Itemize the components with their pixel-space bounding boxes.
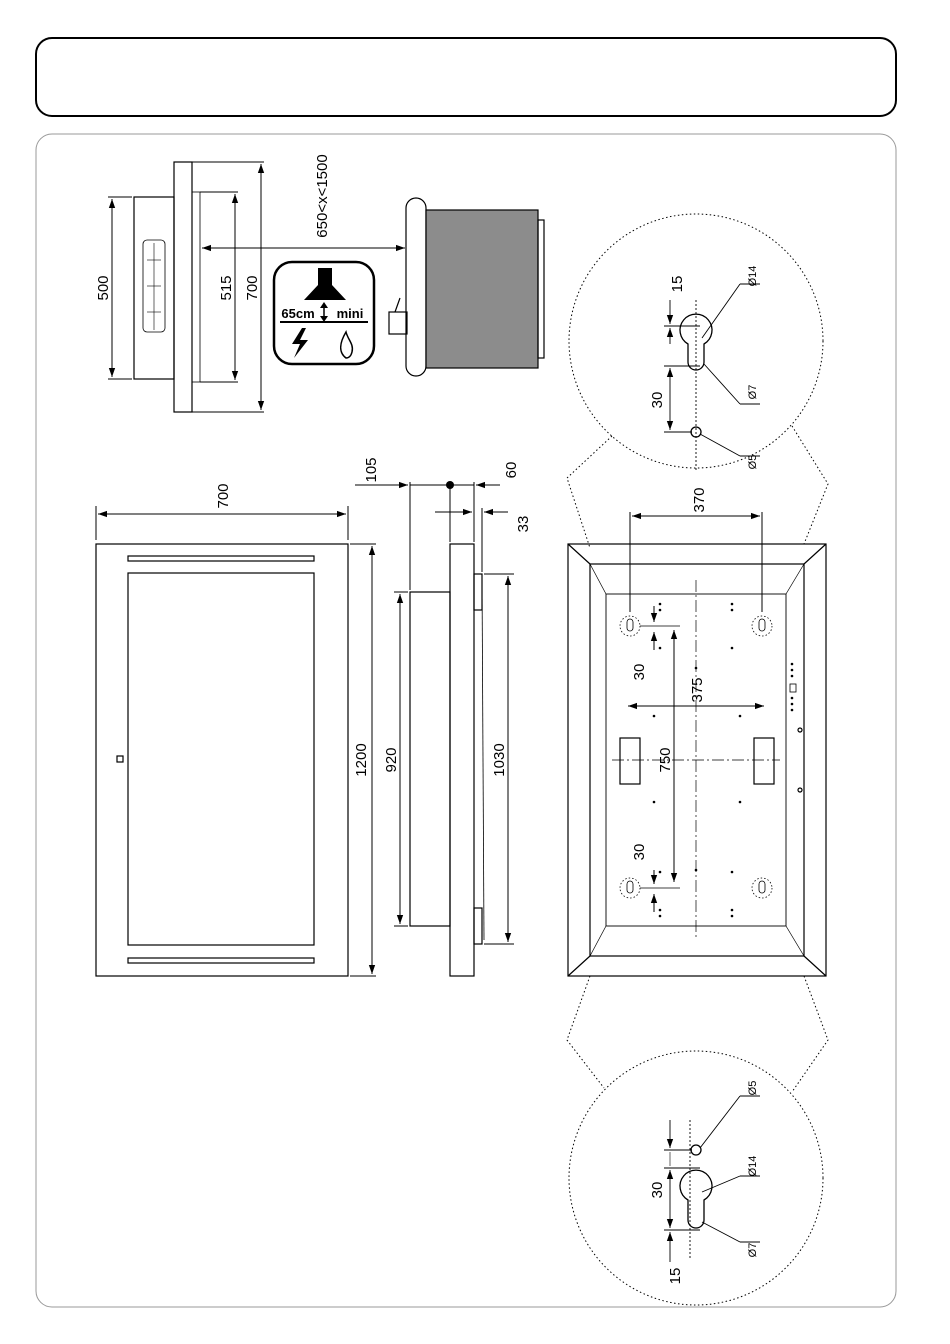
dim-500: 500: [95, 275, 112, 300]
detail-bottom-d14: Ø14: [747, 1156, 759, 1177]
side-view: [134, 162, 200, 412]
detail-top-d7: Ø7: [747, 385, 759, 400]
profile-view: [410, 544, 484, 976]
control-button[interactable]: [117, 756, 123, 762]
dim-1030: 1030: [491, 743, 508, 776]
dim-33: 33: [515, 516, 532, 533]
dim-700-side: 700: [244, 275, 261, 300]
mount-bracket-top: [474, 574, 482, 610]
title-frame: [36, 38, 896, 116]
dim-105: 105: [363, 457, 380, 482]
detail-bottom-dim-30: 30: [649, 1182, 666, 1199]
dim-375: 375: [689, 677, 706, 702]
detail-top-dim-30: 30: [649, 392, 666, 409]
front-view: [96, 544, 348, 976]
dim-750: 750: [657, 747, 674, 772]
dim-30-top: 30: [631, 664, 648, 681]
mount-bracket-bottom: [474, 908, 482, 944]
icon-distance-label: 65cm: [281, 306, 314, 321]
dim-front-width: 700: [215, 483, 232, 508]
front-panel: [96, 544, 348, 976]
detail-top-d14: Ø14: [747, 266, 759, 287]
keyhole-bottom: [680, 1145, 712, 1228]
detail-circle-bottom: [567, 976, 828, 1305]
profile-panel: [450, 544, 474, 976]
detail-bottom-d7: Ø7: [747, 1243, 759, 1258]
bottom-grille: [128, 958, 314, 963]
icon-mini-label: mini: [337, 306, 364, 321]
detail-top-d5: Ø5: [747, 455, 759, 470]
cooktop-side: [389, 198, 544, 376]
dim-515: 515: [218, 275, 235, 300]
mounting-view: [568, 544, 826, 976]
dim-920: 920: [383, 747, 400, 772]
wall-plate: [174, 162, 192, 412]
distance-warning-icon: 65cm mini: [274, 262, 374, 364]
hood-inner: [192, 192, 200, 382]
glass-panel: [128, 573, 314, 945]
dim-30-bottom: 30: [631, 844, 648, 861]
dim-distance: 650<x<1500: [314, 154, 331, 237]
top-grille: [128, 556, 314, 561]
dim-370: 370: [691, 487, 708, 512]
detail-bottom-dim-15: 15: [667, 1268, 684, 1285]
cutout-left: [620, 738, 640, 784]
cutout-right: [754, 738, 774, 784]
motor-box: [410, 592, 450, 926]
dim-front-height: 1200: [353, 743, 370, 776]
detail-bottom-d5: Ø5: [747, 1081, 759, 1096]
reference-point: [446, 481, 454, 489]
detail-top-dim-15: 15: [669, 276, 686, 293]
dim-60: 60: [503, 462, 520, 479]
